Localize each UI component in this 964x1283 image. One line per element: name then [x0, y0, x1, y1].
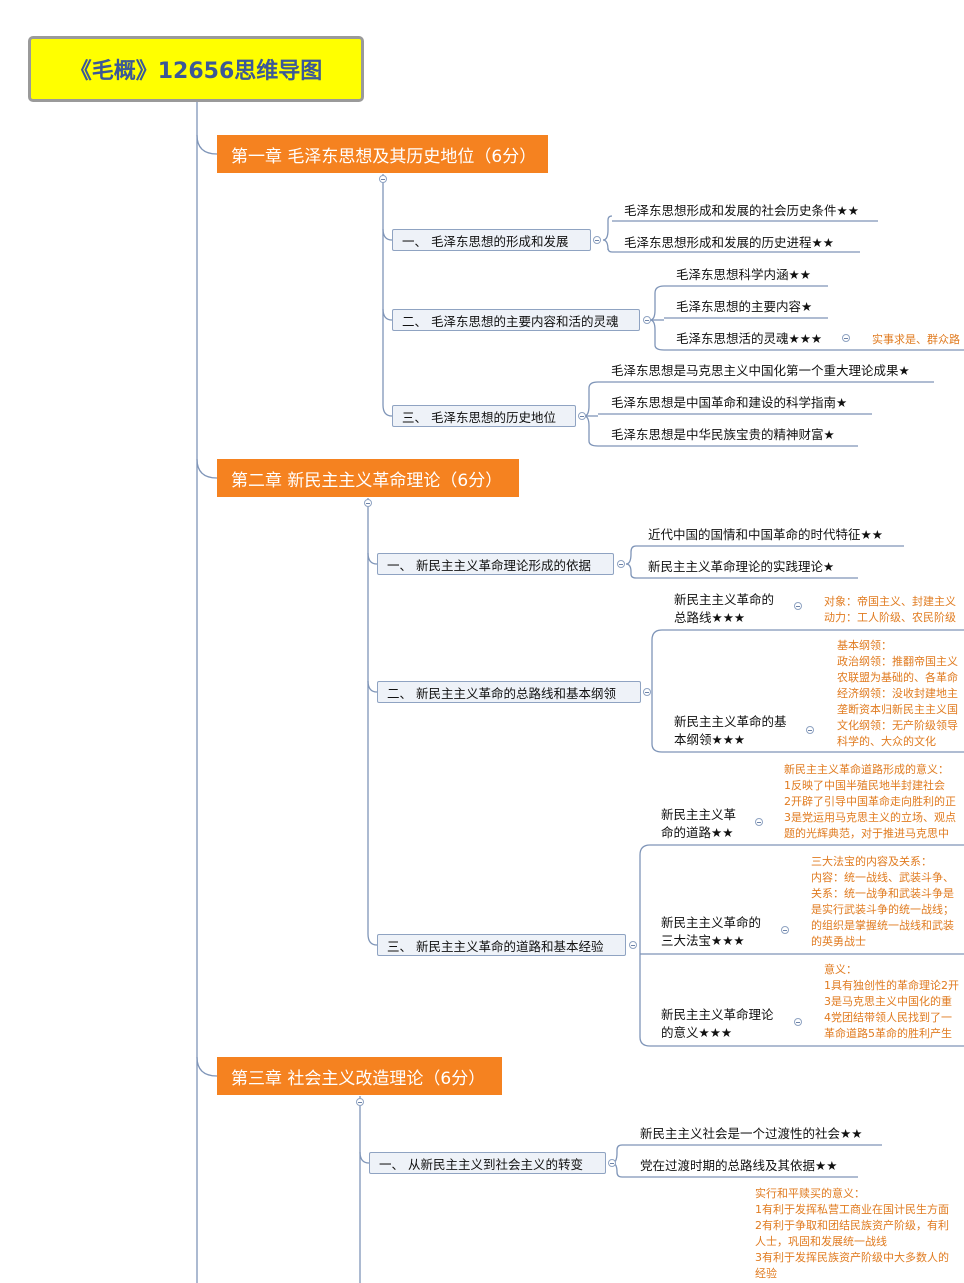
leaf-topic[interactable]: 新民主主义革命的基 本纲领★★★ — [674, 714, 787, 747]
chapter-3-topic[interactable]: 第三章 社会主义改造理论（6分） — [217, 1057, 502, 1095]
collapse-icon[interactable] — [806, 726, 814, 734]
collapse-icon[interactable] — [608, 1159, 616, 1167]
section-label: 一、 从新民主主义到社会主义的转变 — [379, 1156, 583, 1172]
leaf-topic[interactable]: 毛泽东思想是中华民族宝贵的精神财富★ — [611, 427, 835, 442]
leaf-topic[interactable]: 毛泽东思想是马克思主义中国化第一个重大理论成果★ — [611, 363, 910, 378]
leaf-topic[interactable]: 新民主主义革命理论的实践理论★ — [648, 559, 835, 574]
leaf-topic[interactable]: 毛泽东思想是中国革命和建设的科学指南★ — [611, 395, 848, 410]
ch2-section-2[interactable]: 二、 新民主主义革命的总路线和基本纲领 — [377, 681, 641, 703]
leaf-topic[interactable]: 近代中国的国情和中国革命的时代特征★★ — [648, 527, 883, 542]
chapter-2-title: 第二章 新民主主义革命理论（6分） — [231, 470, 503, 491]
note-text: 意义： 1具有独创性的革命理论2开 3是马克思主义中国化的重 4党团结带领人民找… — [824, 963, 959, 1040]
root-title: 《毛概》12656思维导图 — [69, 59, 323, 84]
collapse-icon[interactable] — [781, 926, 789, 934]
leaf-topic[interactable]: 毛泽东思想活的灵魂★★★ — [676, 331, 823, 346]
collapse-icon[interactable] — [379, 175, 387, 183]
chapter-2-topic[interactable]: 第二章 新民主主义革命理论（6分） — [217, 459, 519, 497]
ch2-section-1[interactable]: 一、 新民主主义革命理论形成的依据 — [377, 553, 614, 575]
leaf-topic[interactable]: 新民主主义革命理论 的意义★★★ — [661, 1007, 774, 1040]
note-text: 实行和平赎买的意义： 1有利于发挥私营工商业在国计民生方面 2有利于争取和团结民… — [755, 1187, 949, 1280]
note-text: 对象：帝国主义、封建主义 动力：工人阶级、农民阶级 — [824, 595, 956, 624]
ch2-section-3[interactable]: 三、 新民主主义革命的道路和基本经验 — [377, 934, 626, 956]
section-label: 三、 毛泽东思想的历史地位 — [402, 409, 556, 425]
leaf-topic[interactable]: 新民主主义革 命的道路★★ — [661, 807, 737, 840]
collapse-icon[interactable] — [364, 499, 372, 507]
collapse-icon[interactable] — [617, 560, 625, 568]
section-label: 一、 毛泽东思想的形成和发展 — [402, 233, 569, 249]
collapse-icon[interactable] — [643, 316, 651, 324]
note-text: 三大法宝的内容及关系： 内容：统一战线、武装斗争、 关系：统一战争和武装斗争是 … — [811, 855, 954, 948]
root-topic[interactable]: 《毛概》12656思维导图 — [28, 36, 364, 102]
collapse-icon[interactable] — [755, 818, 763, 826]
ch1-section-2[interactable]: 二、 毛泽东思想的主要内容和活的灵魂 — [392, 309, 640, 331]
note-text: 基本纲领： 政治纲领：推翻帝国主义 农联盟为基础的、各革命 经济纲领：没收封建地… — [837, 639, 958, 748]
collapse-icon[interactable] — [794, 602, 802, 610]
chapter-1-topic[interactable]: 第一章 毛泽东思想及其历史地位（6分） — [217, 135, 548, 173]
section-label: 二、 毛泽东思想的主要内容和活的灵魂 — [402, 313, 619, 329]
leaf-topic[interactable]: 毛泽东思想形成和发展的社会历史条件★★ — [624, 203, 859, 218]
section-label: 三、 新民主主义革命的道路和基本经验 — [387, 938, 604, 954]
ch1-section-1[interactable]: 一、 毛泽东思想的形成和发展 — [392, 229, 591, 251]
collapse-icon[interactable] — [593, 236, 601, 244]
collapse-icon[interactable] — [643, 688, 651, 696]
ch3-section-1[interactable]: 一、 从新民主主义到社会主义的转变 — [369, 1152, 606, 1174]
leaf-topic[interactable]: 新民主主义革命的 三大法宝★★★ — [661, 915, 762, 948]
collapse-icon[interactable] — [629, 941, 637, 949]
leaf-topic[interactable]: 毛泽东思想的主要内容★ — [676, 299, 813, 314]
collapse-icon[interactable] — [578, 412, 586, 420]
collapse-icon[interactable] — [842, 334, 850, 342]
leaf-topic[interactable]: 毛泽东思想形成和发展的历史进程★★ — [624, 235, 834, 250]
leaf-topic[interactable]: 新民主主义革命的 总路线★★★ — [674, 592, 775, 625]
leaf-topic[interactable]: 毛泽东思想科学内涵★★ — [676, 267, 811, 282]
leaf-topic[interactable]: 新民主主义社会是一个过渡性的社会★★ — [640, 1126, 863, 1141]
note-text: 新民主主义革命道路形成的意义： 1反映了中国半殖民地半封建社会 2开辟了引导中国… — [784, 763, 956, 840]
note-text: 实事求是、群众路 — [872, 333, 960, 346]
section-label: 一、 新民主主义革命理论形成的依据 — [387, 557, 591, 573]
chapter-3-title: 第三章 社会主义改造理论（6分） — [231, 1068, 486, 1089]
collapse-icon[interactable] — [356, 1098, 364, 1106]
collapse-icon[interactable] — [794, 1018, 802, 1026]
leaf-topic[interactable]: 党在过渡时期的总路线及其依据★★ — [640, 1158, 838, 1173]
section-label: 二、 新民主主义革命的总路线和基本纲领 — [387, 685, 616, 701]
ch1-section-3[interactable]: 三、 毛泽东思想的历史地位 — [392, 405, 576, 427]
chapter-1-title: 第一章 毛泽东思想及其历史地位（6分） — [231, 146, 537, 167]
